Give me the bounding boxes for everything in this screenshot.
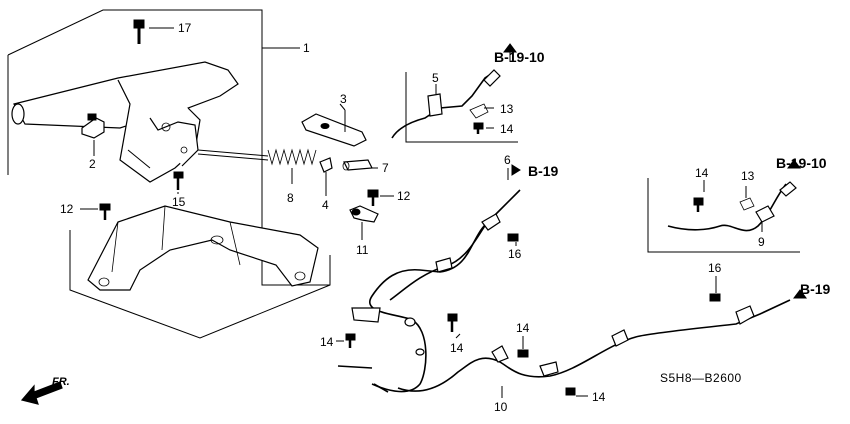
bolt-16-a: [507, 233, 519, 246]
clip-2: [81, 113, 105, 156]
part-label-11: 11: [356, 243, 369, 257]
diagram-code: S5H8—B2600: [660, 371, 742, 385]
bolt-12-left: [80, 203, 111, 220]
detail-box-upper: [391, 69, 518, 143]
clip-11: [349, 205, 379, 240]
front-direction-label: FR.: [52, 376, 70, 388]
front-arrow-icon: [20, 381, 63, 405]
part-number-labels: 17 1 2 15 12 3 4 5 6 7 8 11 12 13 14 16 …: [60, 21, 765, 414]
front-direction-indicator: FR.: [20, 376, 70, 405]
part-label-16: 16: [508, 247, 522, 261]
part-label-12: 12: [60, 202, 74, 216]
part-label-12-right: 12: [397, 189, 411, 203]
part-label-16-right: 16: [708, 261, 722, 275]
part-label-13-right-box: 13: [741, 169, 755, 183]
reference-label: B-19: [800, 281, 831, 297]
reference-label: B-19: [528, 163, 559, 179]
reference-b-19-10-upper[interactable]: B-19-10: [494, 43, 545, 65]
bolt-12-right: [367, 189, 394, 206]
adjuster-rod-spring: [197, 148, 317, 166]
part-label-14-bottom: 14: [592, 390, 606, 404]
bolt-17: [133, 19, 174, 44]
part-label-2: 2: [89, 157, 96, 171]
part-label-15: 15: [172, 195, 186, 209]
bushing-4: [319, 157, 333, 196]
reference-b-19-right[interactable]: B-19: [793, 281, 831, 299]
part-label-6: 6: [504, 153, 511, 167]
part-label-17: 17: [178, 21, 192, 35]
part-label-4: 4: [322, 198, 329, 212]
part-label-14-right-box: 14: [695, 166, 709, 180]
bolt-14-b: [447, 313, 458, 332]
detail-box-right: [647, 178, 800, 253]
part-label-1: 1: [303, 41, 310, 55]
bolt-14-c: [517, 336, 529, 358]
rear-cable-left: [337, 189, 521, 393]
reference-b-19-10-right[interactable]: B-19-10: [776, 155, 827, 171]
part-label-7: 7: [382, 161, 389, 175]
part-label-3: 3: [340, 92, 347, 106]
section-references: B-19-10 B-19 B-19-10 B-19: [494, 43, 831, 299]
reference-label: B-19-10: [776, 155, 827, 171]
part-label-14-center: 14: [516, 321, 530, 335]
part-label-5: 5: [432, 71, 439, 85]
part-label-14: 14: [500, 122, 514, 136]
bolt-15: [173, 171, 184, 194]
bolt-14-d: [565, 387, 588, 397]
lever-bracket: [87, 205, 319, 291]
rear-cable-right: [397, 299, 791, 392]
part-label-8: 8: [287, 191, 294, 205]
lever-assembly-frame: [7, 9, 331, 339]
parking-brake-lever: [11, 61, 239, 183]
reference-b-19-upper[interactable]: B-19: [511, 163, 559, 179]
bolt-14-a: [336, 333, 356, 348]
part-label-10: 10: [494, 400, 508, 414]
cover-3: [301, 110, 367, 147]
part-label-9: 9: [758, 235, 765, 249]
leader-lines: [291, 84, 763, 398]
part-label-14-left: 14: [320, 335, 334, 349]
part-label-14-mid: 14: [450, 341, 464, 355]
sleeve-7: [342, 159, 373, 171]
part-label-13: 13: [500, 102, 514, 116]
bolt-16-b: [709, 276, 721, 302]
reference-label: B-19-10: [494, 49, 545, 65]
